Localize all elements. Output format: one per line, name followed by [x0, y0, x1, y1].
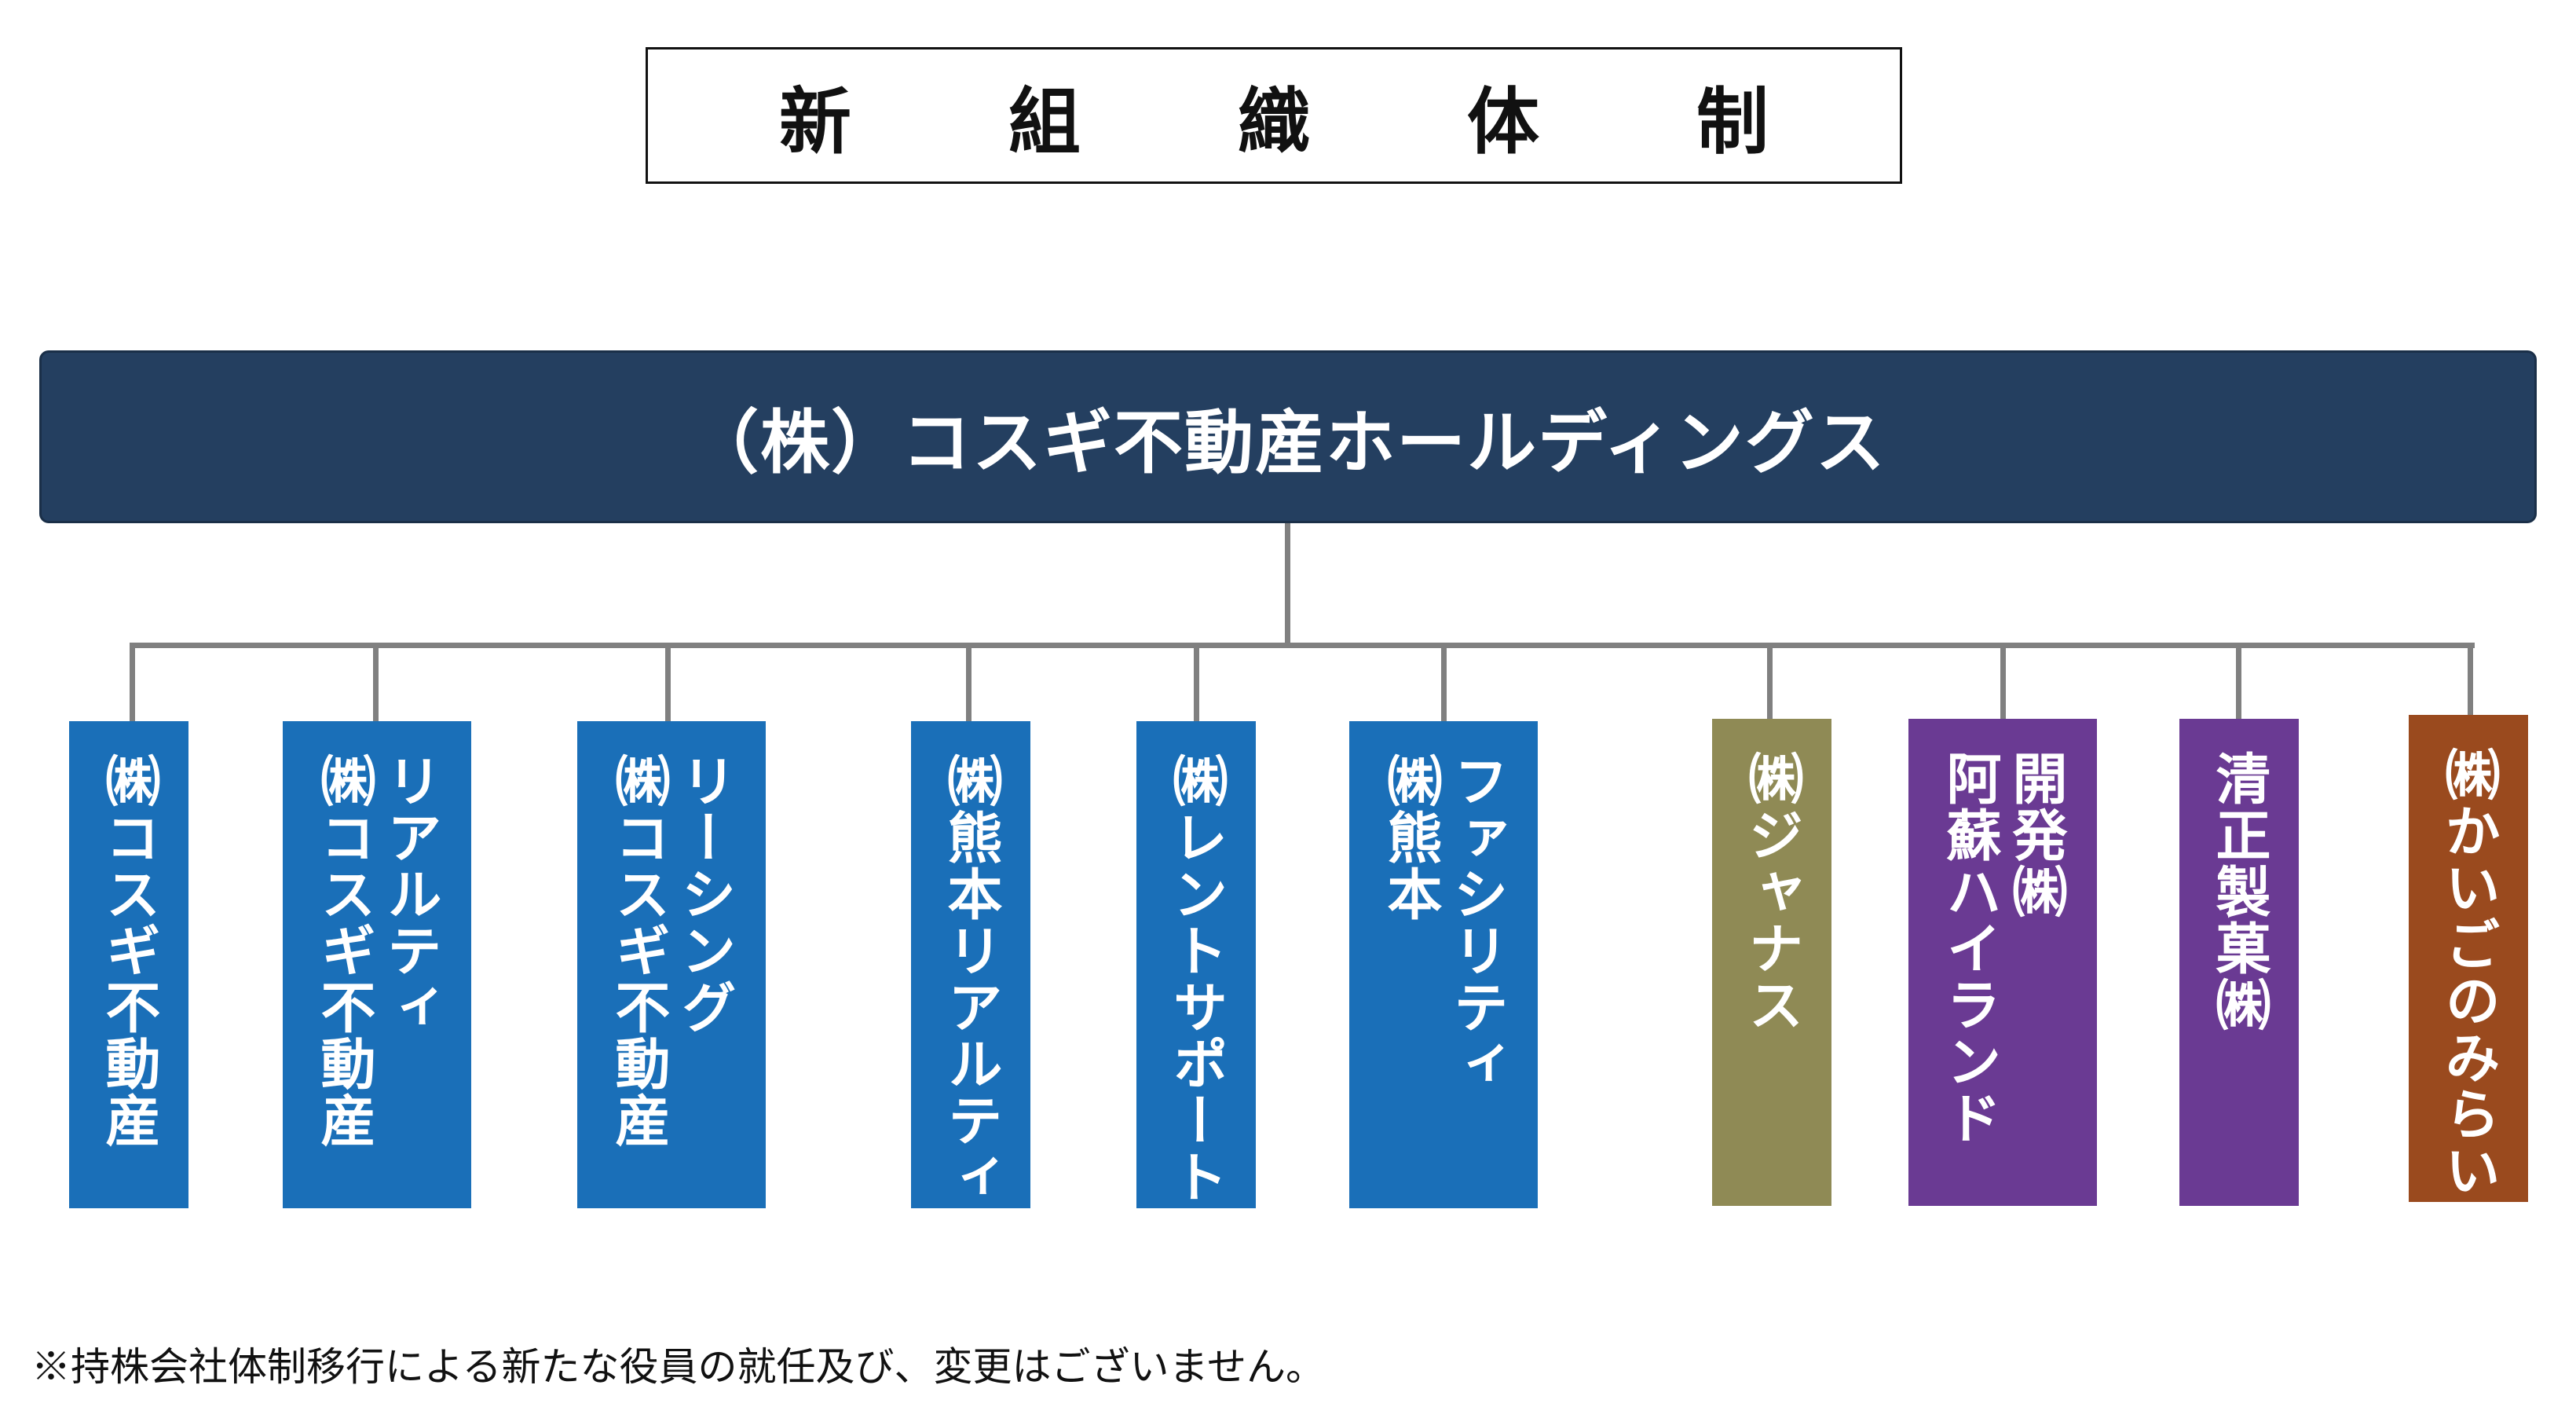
subsidiary-name-line: ㈱熊本: [1378, 753, 1443, 922]
subsidiary-name-line: ㈱コスギ不動産: [312, 753, 376, 1149]
subsidiary-box: リーシング㈱コスギ不動産: [577, 721, 766, 1208]
subsidiary-box: 開発㈱阿蘇ハイランド: [1908, 719, 2097, 1206]
drop-line: [2236, 643, 2241, 721]
subsidiary-name-line: 開発㈱: [2003, 750, 2068, 920]
subsidiary-box: ㈱ジャナス: [1712, 719, 1831, 1206]
subsidiary-name-line: ㈱コスギ不動産: [97, 753, 161, 1149]
subsidiary-name-line: リーシング: [672, 753, 737, 1035]
subsidiary-box: ㈱レントサポート: [1136, 721, 1256, 1208]
subsidiary-box: ㈱かいごのみらい: [2409, 715, 2528, 1202]
holding-company-box: （株）コスギ不動産ホールディングス: [39, 350, 2537, 523]
subsidiary-box: 清正製菓㈱: [2179, 719, 2299, 1206]
subsidiary-box: ㈱コスギ不動産: [69, 721, 188, 1208]
drop-line: [2468, 643, 2473, 721]
subsidiary-name-line: ㈱かいごのみらい: [2436, 746, 2501, 1199]
subsidiary-box: ㈱熊本リアルティ: [911, 721, 1030, 1208]
page-title: 新組織体制: [646, 47, 1902, 184]
drop-line: [966, 643, 971, 721]
drop-line: [130, 643, 135, 721]
drop-line: [373, 643, 379, 721]
drop-line: [1194, 643, 1199, 721]
subsidiary-box: リアルティ㈱コスギ不動産: [283, 721, 471, 1208]
drop-line: [2000, 643, 2006, 721]
subsidiary-name-line: 清正製菓㈱: [2207, 750, 2271, 1033]
subsidiary-box: ファシリティ㈱熊本: [1349, 721, 1538, 1208]
branch-line: [130, 643, 2475, 648]
holding-company-name: （株）コスギ不動産ホールディングス: [690, 401, 1886, 483]
subsidiary-name-line: リアルティ: [378, 753, 442, 1035]
subsidiary-name-line: ファシリティ: [1444, 753, 1509, 1092]
subsidiary-name-line: 阿蘇ハイランド: [1937, 750, 2002, 1146]
footnote: ※持株会社体制移行による新たな役員の就任及び、変更はございません。: [31, 1344, 1325, 1390]
page-title-text: 新組織体制: [778, 79, 1926, 164]
subsidiary-name-line: ㈱熊本リアルティ: [939, 753, 1003, 1205]
trunk-line: [1285, 523, 1290, 646]
drop-line: [665, 643, 671, 721]
drop-line: [1441, 643, 1447, 721]
subsidiary-name-line: ㈱レントサポート: [1164, 753, 1228, 1205]
drop-line: [1767, 643, 1773, 721]
subsidiary-name-line: ㈱ジャナス: [1740, 750, 1804, 1033]
subsidiary-name-line: ㈱コスギ不動産: [606, 753, 671, 1149]
